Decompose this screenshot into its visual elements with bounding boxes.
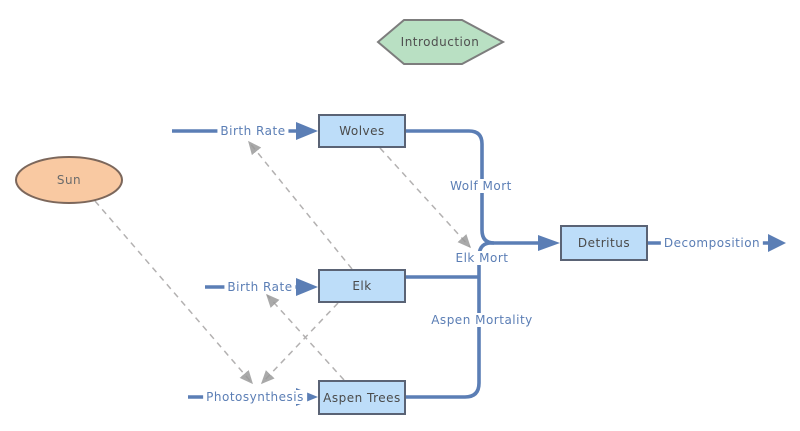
arrowhead-into-wolves xyxy=(296,122,318,140)
stock-aspen-trees-label: Aspen Trees xyxy=(323,390,401,405)
sun-label[interactable]: Sun xyxy=(56,173,82,187)
stock-detritus[interactable]: Detritus xyxy=(560,225,648,261)
introduction-label[interactable]: Introduction xyxy=(400,35,480,49)
ellipse-sun[interactable] xyxy=(15,156,123,204)
flow-label-wolves-birth-rate[interactable]: Birth Rate xyxy=(217,124,289,138)
flow-label-photosynthesis[interactable]: Photosynthesis xyxy=(203,390,307,404)
arrowhead-into-detritus xyxy=(538,235,560,251)
stock-elk[interactable]: Elk xyxy=(318,269,406,303)
stock-elk-label: Elk xyxy=(352,279,372,293)
flow-label-elk-birth-rate[interactable]: Birth Rate xyxy=(224,280,296,294)
link-wolves-to-elk-mort[interactable] xyxy=(379,147,472,249)
flow-label-elk-mort[interactable]: Elk Mort xyxy=(452,251,512,265)
flow-label-decomposition[interactable]: Decomposition xyxy=(660,236,764,250)
stock-wolves[interactable]: Wolves xyxy=(318,114,406,148)
arrowhead-decomposition-out xyxy=(768,234,786,252)
link-elk-to-photosynthesis[interactable] xyxy=(260,302,339,385)
arrowhead-into-elk xyxy=(296,278,318,296)
flow-label-wolf-mort[interactable]: Wolf Mort xyxy=(447,179,515,193)
flow-label-aspen-mortality[interactable]: Aspen Mortality xyxy=(428,313,536,327)
stock-detritus-label: Detritus xyxy=(577,236,631,250)
stock-wolves-label: Wolves xyxy=(339,124,385,138)
stock-aspen-trees[interactable]: Aspen Trees xyxy=(318,380,406,415)
link-elk-to-wolves-birth-rate[interactable] xyxy=(248,140,353,270)
link-sun-to-photosynthesis[interactable] xyxy=(94,200,253,385)
hexagon-introduction[interactable] xyxy=(376,19,506,65)
